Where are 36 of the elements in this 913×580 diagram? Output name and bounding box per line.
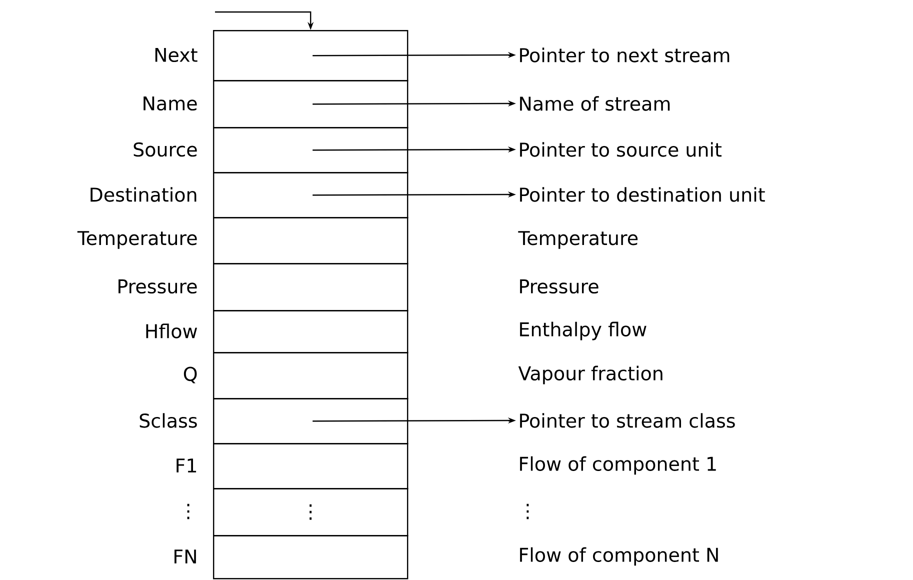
record-field — [213, 310, 408, 354]
field-name: ⋮ — [187, 504, 190, 520]
description-text: Pointer to source unit — [520, 142, 722, 157]
field-name: Name — [144, 96, 197, 111]
field-name: Hflow — [146, 324, 198, 338]
field-name: Temperature — [77, 231, 197, 249]
record-field — [213, 80, 408, 128]
record-field — [213, 217, 408, 264]
field-name: Pressure — [118, 279, 197, 294]
field-name: Sclass — [140, 413, 197, 428]
field-name: Source — [134, 142, 197, 157]
field-name: F1 — [176, 458, 196, 472]
description-text: Pointer to stream class — [520, 413, 735, 428]
record-field: ⋮ — [213, 488, 408, 536]
description-text: ⋮ — [526, 504, 529, 520]
description-text: Vapour fraction — [518, 366, 662, 384]
field-name: FN — [174, 550, 196, 564]
record-field — [213, 30, 408, 82]
record-field — [213, 263, 408, 312]
record-field — [213, 352, 408, 400]
field-name: Q — [184, 366, 197, 384]
description-text: Enthalpy flow — [520, 322, 646, 340]
description-text: Temperature — [518, 231, 638, 249]
record-field — [213, 535, 408, 580]
field-name: Next — [155, 48, 198, 62]
description-text: Pressure — [520, 279, 598, 294]
description-text: Pointer to destination unit — [520, 187, 765, 202]
record-field — [213, 127, 408, 174]
description-text: Name of stream — [520, 96, 670, 111]
description-text: Flow of component 1 — [520, 456, 716, 475]
record-field — [213, 398, 408, 444]
description-text: Pointer to next stream — [520, 48, 730, 62]
record-field — [213, 172, 408, 218]
field-name: Destination — [90, 187, 196, 202]
description-text: Flow of component N — [520, 547, 718, 566]
record-field — [213, 443, 408, 490]
